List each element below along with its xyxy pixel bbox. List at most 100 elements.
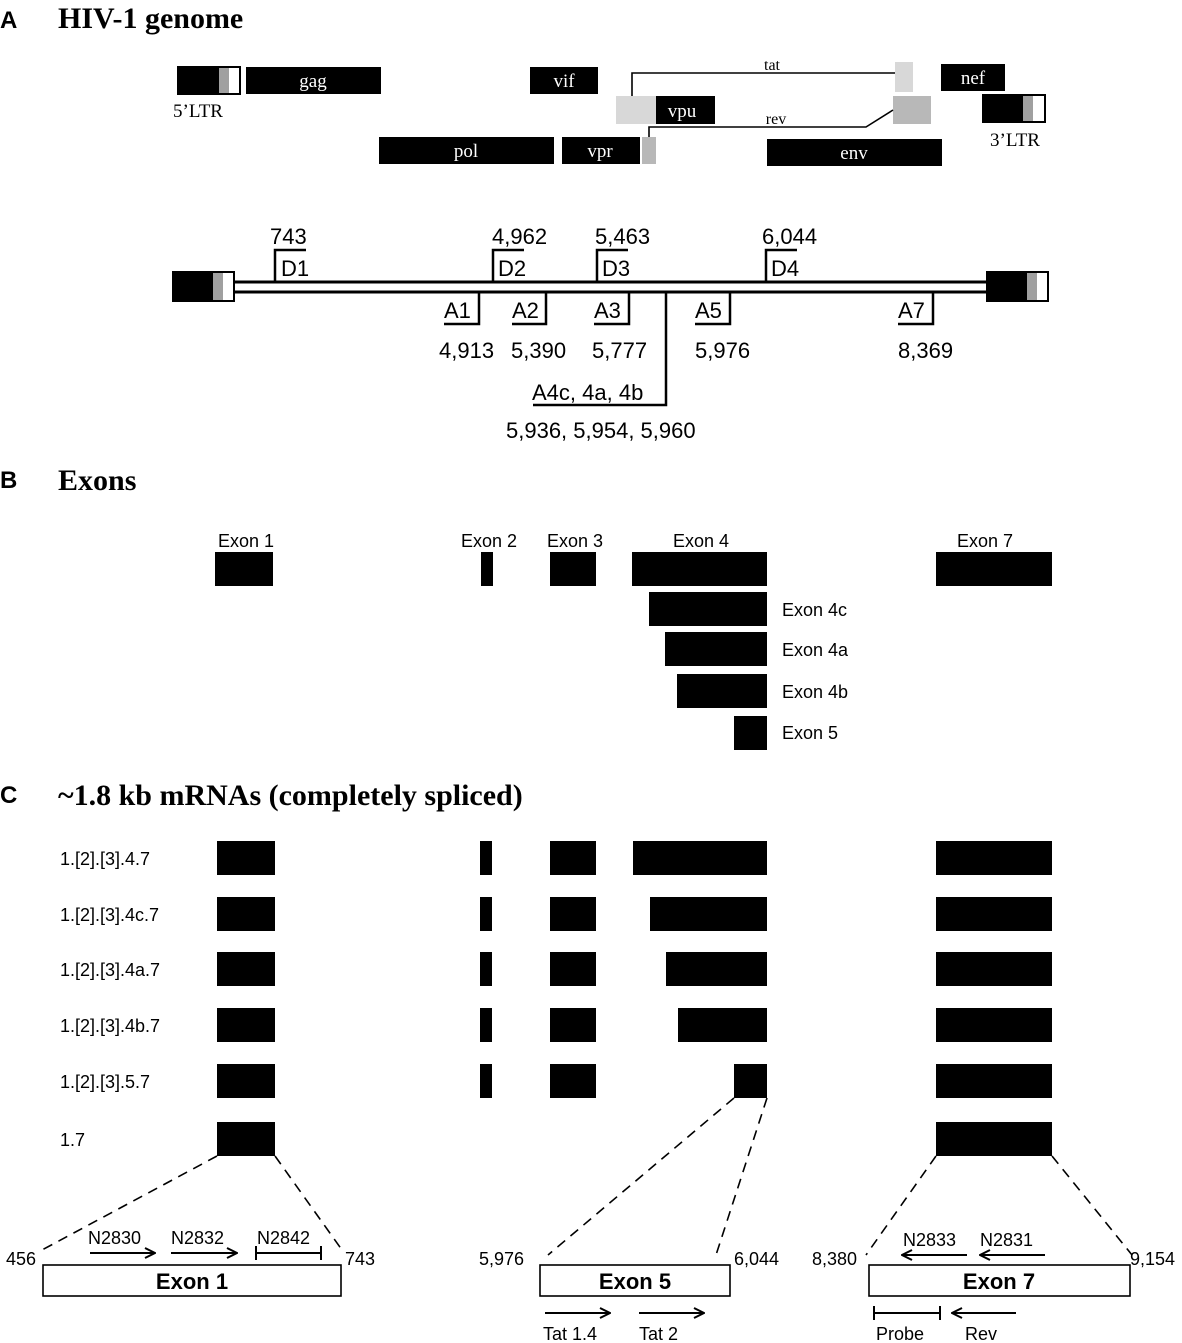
acceptor-a1: A1 4,913	[439, 292, 494, 363]
acceptor-a4: A4c, 4a, 4b 5,936, 5,954, 5,960	[506, 292, 696, 443]
acceptor-a7: A7 8,369	[898, 292, 953, 363]
gene-vif-box	[530, 67, 598, 94]
primer-tat14-label: Tat 1.4	[543, 1324, 597, 1343]
zoom-exon-1-box	[42, 1264, 342, 1297]
primer-tat2-label: Tat 2	[639, 1324, 678, 1343]
donor-d2-label: D2	[498, 256, 526, 281]
panel-a-title: HIV-1 genome	[58, 2, 243, 35]
primer-rev-label: Rev	[965, 1324, 997, 1343]
mrna-row: 1.[2].[3].4a.7	[60, 952, 1052, 986]
mrna-row-label: 1.[2].[3].4a.7	[60, 960, 160, 980]
mrna-row-label: 1.[2].[3].4b.7	[60, 1016, 160, 1036]
gene-nef-box	[941, 64, 1005, 91]
donor-d1-label: D1	[281, 256, 309, 281]
ltr-5-label: 5’LTR	[173, 101, 223, 122]
gene-vpu-label: vpu	[668, 101, 697, 122]
exon-7-label: Exon 7	[957, 531, 1013, 551]
acceptor-a5-pos: 5,976	[695, 338, 750, 363]
tat-label: tat	[764, 57, 781, 74]
exon-4a-label: Exon 4a	[782, 640, 849, 660]
zoom-exon-5: Exon 5 5,976 6,044 Tat 1.4 Tat 2	[479, 1249, 779, 1343]
acceptor-a3-label: A3	[594, 298, 621, 323]
acceptor-a3: A3 5,777	[592, 292, 647, 363]
exon-5-label: Exon 5	[782, 723, 838, 743]
zoom-exon-7-end: 9,154	[1130, 1249, 1175, 1269]
acceptor-a4-label: A4c, 4a, 4b	[532, 380, 643, 405]
mrna-row: 1.[2].[3].4.7	[60, 841, 1052, 875]
gene-gag-box	[246, 67, 381, 94]
exon-4b-bar	[677, 674, 767, 708]
zoom-exon-7: Exon 7 8,380 9,154 N2833 N2831 Probe Rev	[812, 1230, 1175, 1343]
gene-gag-label: gag	[299, 71, 327, 92]
rev-connector	[648, 109, 894, 137]
donor-d3: 5,463 D3	[595, 224, 650, 282]
panel-a-letter: A	[0, 7, 17, 34]
panel-c-letter: C	[0, 782, 17, 809]
zoom-exon-1: Exon 1 456 743 N2830 N2832 N2842	[6, 1228, 375, 1297]
donor-d2: 4,962 D2	[491, 224, 547, 282]
acceptor-a5: A5 5,976	[695, 292, 750, 363]
mrna-row-label: 1.7	[60, 1130, 85, 1150]
donor-d4-label: D4	[771, 256, 799, 281]
acceptor-a7-pos: 8,369	[898, 338, 953, 363]
gene-vpu-box	[656, 96, 715, 124]
mrna-row-label: 1.[2].[3].4c.7	[60, 905, 159, 925]
tat-exon1-box	[616, 96, 656, 124]
primer-n2832-label: N2832	[171, 1228, 224, 1248]
exon-3-bar	[550, 552, 596, 586]
genome-backbone	[172, 271, 1049, 302]
donor-d1: 743 D1	[270, 224, 309, 282]
primer-n2842-bar	[255, 1246, 322, 1260]
acceptor-a2: A2 5,390	[511, 292, 566, 363]
zoom-exon-7-label: Exon 7	[963, 1269, 1035, 1294]
ltr-3-box	[982, 94, 1046, 123]
gene-nef-label: nef	[961, 68, 986, 89]
panel-b-title: Exons	[58, 464, 136, 497]
primer-n2842-label: N2842	[257, 1228, 310, 1248]
gene-pol-label: pol	[454, 141, 478, 162]
gene-pol-box	[379, 137, 554, 164]
gene-env-label: env	[840, 143, 868, 164]
probe-bar	[873, 1306, 941, 1320]
gene-env-box	[767, 139, 942, 166]
exon-4c-label: Exon 4c	[782, 600, 847, 620]
exon-1-bar	[215, 552, 273, 586]
ltr-5-box	[177, 66, 241, 95]
donor-d1-pos: 743	[270, 224, 307, 249]
donor-d4: 6,044 D4	[762, 224, 817, 282]
primer-n2830-label: N2830	[88, 1228, 141, 1248]
zoom-exon-1-start: 456	[6, 1249, 36, 1269]
exon-3-label: Exon 3	[547, 531, 603, 551]
zoom-exon-5-end: 6,044	[734, 1249, 779, 1269]
exon-2-label: Exon 2	[461, 531, 517, 551]
acceptor-a1-label: A1	[444, 298, 471, 323]
rev-exon2-box	[893, 96, 931, 124]
acceptor-a5-label: A5	[695, 298, 722, 323]
exon-7-bar	[936, 552, 1052, 586]
gene-vif-label: vif	[553, 71, 575, 92]
donor-d3-label: D3	[602, 256, 630, 281]
panel-c-title: ~1.8 kb mRNAs (completely spliced)	[58, 779, 523, 812]
acceptor-a1-pos: 4,913	[439, 338, 494, 363]
ltr-3-label: 3’LTR	[990, 130, 1040, 151]
panel-b-letter: B	[0, 467, 17, 494]
acceptor-a2-label: A2	[512, 298, 539, 323]
acceptor-a4-pos: 5,936, 5,954, 5,960	[506, 418, 696, 443]
mrna-row: 1.[2].[3].5.7	[60, 1064, 1052, 1098]
donor-d3-pos: 5,463	[595, 224, 650, 249]
zoom-lines	[41, 1097, 1133, 1256]
donor-d2-pos: 4,962	[492, 224, 547, 249]
donor-d4-pos: 6,044	[762, 224, 817, 249]
mrna-row: 1.7	[60, 1122, 1052, 1156]
acceptor-a3-pos: 5,777	[592, 338, 647, 363]
zoom-exon-7-box	[868, 1264, 1131, 1297]
exon-4a-bar	[665, 632, 767, 666]
mrna-row-label: 1.[2].[3].4.7	[60, 849, 150, 869]
gene-vpr-box	[562, 137, 640, 164]
tat-connector	[631, 72, 895, 96]
zoom-exon-5-box	[539, 1264, 731, 1297]
zoom-exon-5-start: 5,976	[479, 1249, 524, 1269]
mrna-row: 1.[2].[3].4b.7	[60, 1008, 1052, 1042]
exon-4b-label: Exon 4b	[782, 682, 848, 702]
